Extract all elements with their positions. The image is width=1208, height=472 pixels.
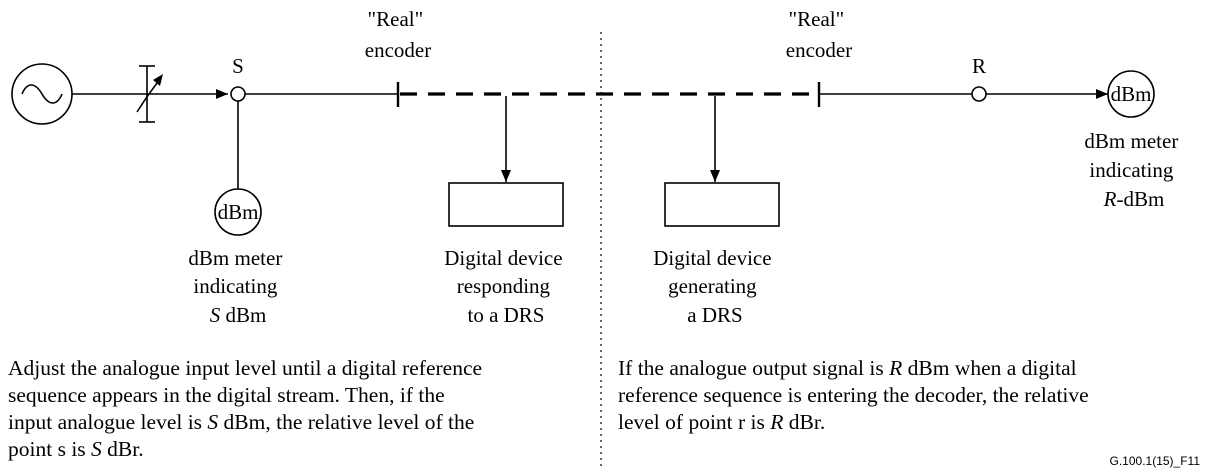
figure-id: G.100.1(15)_F11	[1110, 454, 1201, 468]
meter-left-caption: dBm meter indicating S dBm	[188, 246, 287, 327]
device-responding-box	[448, 182, 564, 227]
encoder-right-label: "Real" encoder	[786, 7, 852, 62]
device-generating-caption: Digital device generating a DRS	[653, 246, 777, 327]
encoder-left-label: "Real" encoder	[365, 7, 431, 62]
dbm-meter-right	[1107, 70, 1155, 118]
variable-attenuator-icon	[136, 65, 163, 123]
dbm-meter-right-glyph: dBm	[1111, 82, 1152, 106]
point-r-label: R	[972, 54, 986, 78]
meter-right-caption: dBm meter indicating R-dBm	[1084, 129, 1183, 211]
caption-right: If the analogue output signal is R dBm w…	[618, 356, 1094, 434]
device-responding-caption: Digital device responding to a DRS	[444, 246, 568, 327]
point-r-node	[971, 86, 987, 102]
sine-wave-generator-icon	[11, 63, 73, 125]
dbm-meter-left	[214, 188, 262, 236]
caption-left: Adjust the analogue input level until a …	[8, 356, 487, 461]
device-generating-box	[664, 182, 780, 227]
point-s-label: S	[232, 54, 244, 78]
dbm-meter-left-glyph: dBm	[218, 200, 259, 224]
point-s-node	[230, 86, 246, 102]
